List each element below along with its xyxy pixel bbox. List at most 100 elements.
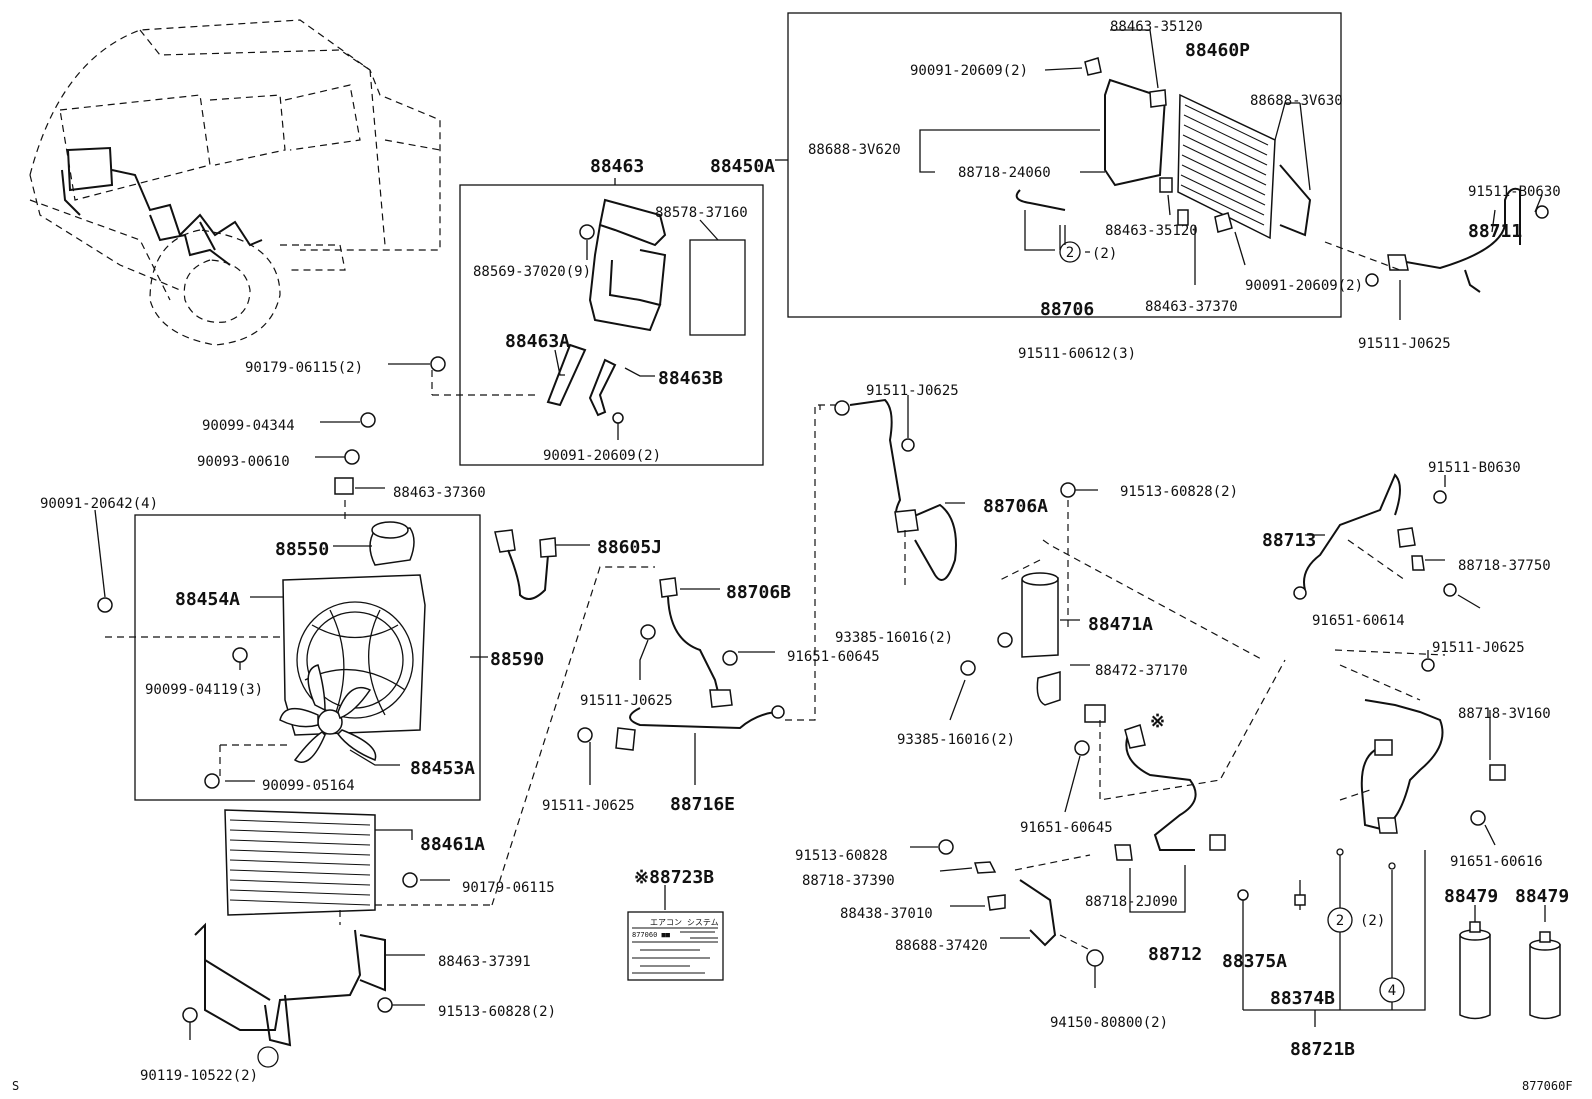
- label-93385-16016-bottom: 93385-16016(2): [897, 732, 1015, 748]
- label-90179-06115-bottom: 90179-06115: [462, 880, 555, 896]
- label-88374b: 88374B: [1270, 988, 1335, 1009]
- label-91651-60616: 91651-60616: [1450, 854, 1543, 870]
- hose-88706a: [819, 395, 965, 590]
- label-88590: 88590: [490, 649, 544, 670]
- label-88479-left: 88479: [1444, 886, 1498, 907]
- label-88463-35120-mid: 88463-35120: [1105, 223, 1198, 239]
- label-90093-00610: 90093-00610: [197, 454, 290, 470]
- label-note-mark: ※: [1150, 711, 1165, 732]
- label-90091-20609-top: 90091-20609(2): [910, 63, 1028, 79]
- label-88718-2j090: 88718-2J090: [1085, 894, 1178, 910]
- refrigerant-cans-88479: [1459, 905, 1561, 1020]
- label-88463: 88463: [590, 156, 644, 177]
- label-88453a: 88453A: [410, 758, 475, 779]
- label-91513-60828-left: 91513-60828(2): [438, 1004, 556, 1020]
- label-88463a: 88463A: [505, 331, 570, 352]
- sticker-title: エアコン システム: [650, 918, 719, 927]
- label-88706: 88706: [1040, 299, 1094, 320]
- label-88721b: 88721B: [1290, 1039, 1355, 1060]
- label-88706a: 88706A: [983, 496, 1048, 517]
- label-88716e: 88716E: [670, 794, 735, 815]
- hoses-88706b-88716e: [577, 404, 835, 785]
- label-90099-05164: 90099-05164: [262, 778, 355, 794]
- qty-2b: (2): [1360, 913, 1385, 929]
- label-91651-60645-left: 91651-60645: [787, 649, 880, 665]
- sticker-line: 877060 ■■: [632, 931, 671, 939]
- circle-num-4: 4: [1388, 983, 1396, 999]
- label-88463-37360: 88463-37360: [393, 485, 486, 501]
- bracket-88688-37420: [910, 839, 1104, 988]
- qty-2a: (2): [1092, 246, 1117, 262]
- label-88711: 88711: [1468, 221, 1522, 242]
- circle-num-2a: 2: [1066, 245, 1074, 261]
- label-88375a: 88375A: [1222, 951, 1287, 972]
- hose-88711: [1324, 187, 1549, 320]
- label-88688-37420: 88688-37420: [895, 938, 988, 954]
- label-91511-j0625-right: 91511-J0625: [1432, 640, 1525, 656]
- label-88718-37390: 88718-37390: [802, 873, 895, 889]
- label-88712: 88712: [1148, 944, 1202, 965]
- circle-num-2b: 2: [1336, 913, 1344, 929]
- label-90091-20609-right: 90091-20609(2): [1245, 278, 1363, 294]
- label-88438-37010: 88438-37010: [840, 906, 933, 922]
- label-88461a: 88461A: [420, 834, 485, 855]
- fan-group-88590: [134, 514, 488, 801]
- label-91511-j0625-center: 91511-J0625: [866, 383, 959, 399]
- label-90091-20642: 90091-20642(4): [40, 496, 158, 512]
- label-88463b: 88463B: [658, 368, 723, 389]
- hose-88713: [1293, 473, 1481, 609]
- truck-illustration: [29, 19, 441, 346]
- label-88454a: 88454A: [175, 589, 240, 610]
- condenser-88461a: [224, 809, 492, 925]
- hose-group-88721b: 2 (2) 4: [1237, 649, 1506, 1027]
- label-91513-60828-center: 91513-60828(2): [1120, 484, 1238, 500]
- label-90119-10522: 90119-10522(2): [140, 1068, 258, 1084]
- label-88463-35120-top: 88463-35120: [1110, 19, 1203, 35]
- label-90099-04119: 90099-04119(3): [145, 682, 263, 698]
- hose-88712: [1099, 659, 1286, 913]
- label-88718-3v160: 88718-3V160: [1458, 706, 1551, 722]
- label-91511-b0630-top: 91511-B0630: [1468, 184, 1561, 200]
- condenser-group-88450a: 2 (2): [775, 12, 1342, 318]
- label-91651-60614: 91651-60614: [1312, 613, 1405, 629]
- label-88472-37170: 88472-37170: [1095, 663, 1188, 679]
- label-88718-24060: 88718-24060: [958, 165, 1051, 181]
- label-91513-60828-bottom: 91513-60828: [795, 848, 888, 864]
- bracket-group-88463: [459, 178, 764, 466]
- label-88688-3v630: 88688-3V630: [1250, 93, 1343, 109]
- label-88706b: 88706B: [726, 582, 791, 603]
- label-88550: 88550: [275, 539, 329, 560]
- label-88688-3v620: 88688-3V620: [808, 142, 901, 158]
- label-91511-b0630-right: 91511-B0630: [1428, 460, 1521, 476]
- label-90179-06115-top: 90179-06115(2): [245, 360, 363, 376]
- label-88718-37750: 88718-37750: [1458, 558, 1551, 574]
- diagram-id: 877060F: [1522, 1079, 1573, 1093]
- label-91511-j0625-top: 91511-J0625: [1358, 336, 1451, 352]
- label-90091-20609-box: 90091-20609(2): [543, 448, 661, 464]
- label-91511-j0625-bottom: 91511-J0625: [542, 798, 635, 814]
- label-88463-37370: 88463-37370: [1145, 299, 1238, 315]
- label-94150-80800: 94150-80800(2): [1050, 1015, 1168, 1031]
- label-88723b: ※88723B: [634, 867, 714, 888]
- label-88463-37391: 88463-37391: [438, 954, 531, 970]
- label-88569-37020: 88569-37020(9): [473, 264, 591, 280]
- label-88479-right: 88479: [1515, 886, 1569, 907]
- condenser-fins: [1180, 104, 1269, 226]
- label-88605j: 88605J: [597, 537, 662, 558]
- bracket-88463-37391: [182, 922, 425, 1068]
- label-88460p: 88460P: [1185, 40, 1250, 61]
- sensor-88605j: [494, 529, 590, 600]
- label-88578-37160: 88578-37160: [655, 205, 748, 221]
- corner-mark: S: [12, 1079, 19, 1093]
- label-88450a: 88450A: [710, 156, 775, 177]
- label-91511-60612: 91511-60612(3): [1018, 346, 1136, 362]
- label-91511-j0625-mid: 91511-J0625: [580, 693, 673, 709]
- label-93385-16016-top: 93385-16016(2): [835, 630, 953, 646]
- sticker-88723b: エアコン システム 877060 ■■: [627, 885, 724, 981]
- label-88713: 88713: [1262, 530, 1316, 551]
- part-labels: 88463-35120 88460P 90091-20609(2) 88688-…: [12, 19, 1573, 1093]
- receiver-88471a: [949, 482, 1264, 813]
- label-90099-04344: 90099-04344: [202, 418, 295, 434]
- label-91651-60645-center: 91651-60645: [1020, 820, 1113, 836]
